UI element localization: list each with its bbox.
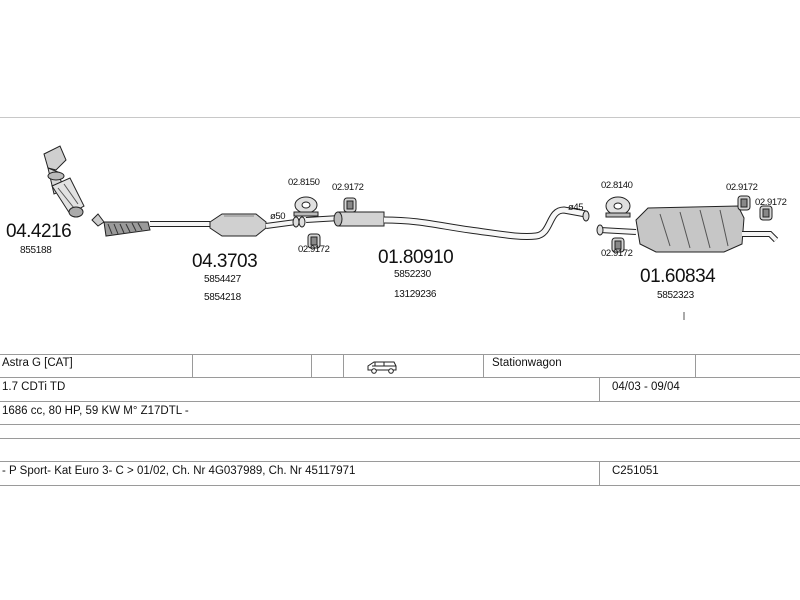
table-col-border [483,354,484,377]
oe-number: 5854218 [204,292,241,303]
table-col-border [695,354,696,377]
oe-number: 5852323 [657,290,694,301]
part-number-04-3703: 04.3703 [192,251,258,272]
catalytic-converter-part [43,145,85,218]
table-row-border [0,461,800,462]
hanger-number: 02.9172 [601,248,633,259]
front-silencer-part [209,213,306,237]
table-row-border [0,438,800,439]
oe-number: 13129236 [394,289,437,300]
oe-number: 855188 [20,245,52,256]
note-cell: - P Sport- Kat Euro 3- C > 01/02, Ch. Nr… [2,465,356,477]
front-flex-pipe [91,213,210,237]
table-col-border [311,354,312,377]
table-row-border [0,354,800,355]
table-row-border [0,424,800,425]
top-divider [0,117,800,118]
station-wagon-car-icon [367,361,397,374]
table-col-border [599,377,600,401]
engine-cell: 1.7 CDTi TD [2,381,66,393]
middle-silencer-part [305,206,590,241]
table-row-border [0,401,800,402]
hanger-number: 02.8140 [601,180,633,191]
hanger-number: 02.9172 [332,182,364,193]
part-number-01-80910: 01.80910 [378,247,454,268]
gasket-02-8150 [293,196,319,217]
gasket-02-8140 [605,196,631,218]
hanger-number: 02.8150 [288,177,320,188]
oe-number: 5852230 [394,269,431,280]
part-number-04-4216: 04.4216 [6,221,72,242]
pipe-diameter-label: ø45 [568,202,584,213]
pipe-diameter-label: ø50 [270,211,286,222]
table-row-border [0,485,800,486]
hanger-number: 02.9172 [298,244,330,255]
period-cell: 04/03 - 09/04 [612,381,680,393]
hanger-number: 02.9172 [726,182,758,193]
hanger-02-9172-c [611,237,625,253]
table-row-border [0,377,800,378]
rear-silencer-part [596,205,779,253]
system-code-cell: C251051 [612,465,659,477]
part-number-01-60834: 01.60834 [640,266,716,287]
spec-cell: 1686 cc, 80 HP, 59 KW M° Z17DTL - [2,405,189,417]
hanger-02-9172-b [307,233,321,249]
hanger-02-9172-a [343,197,357,213]
table-col-border [343,354,344,377]
table-col-border [192,354,193,377]
hanger-number: 02.9172 [755,197,787,208]
hanger-02-9172-d [737,195,751,211]
body-type-cell: Stationwagon [492,357,562,369]
model-cell: Astra G [CAT] [2,357,73,369]
hanger-02-9172-e [759,205,773,221]
oe-number: 5854427 [204,274,241,285]
table-col-border [599,461,600,485]
